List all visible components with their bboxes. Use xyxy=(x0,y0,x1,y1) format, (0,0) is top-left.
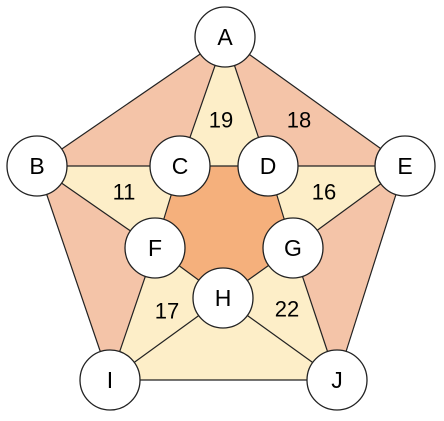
node-c: C xyxy=(149,135,211,197)
center-star xyxy=(155,166,293,298)
node-d: D xyxy=(237,135,299,197)
node-i: I xyxy=(79,349,141,411)
node-j: J xyxy=(306,349,368,411)
edge-e-j xyxy=(336,165,406,381)
node-b-label: B xyxy=(29,153,44,179)
region-label-d-e-g: 16 xyxy=(312,180,336,205)
region-i-h-j xyxy=(110,298,337,380)
node-e-circle xyxy=(374,135,436,197)
node-f-circle xyxy=(124,217,186,279)
node-b-circle xyxy=(6,135,68,197)
node-h-circle xyxy=(192,267,254,329)
node-b: B xyxy=(6,135,68,197)
node-a-circle xyxy=(194,6,256,68)
node-a-label: A xyxy=(217,24,233,50)
region-a-c-d xyxy=(180,37,268,166)
node-c-label: C xyxy=(172,153,189,179)
region-b-f-i xyxy=(37,166,155,380)
region-label-f-h-i: 17 xyxy=(155,299,179,324)
node-i-circle xyxy=(79,349,141,411)
region-f-h-i xyxy=(110,248,223,380)
region-label-b-c-f: 11 xyxy=(113,180,136,205)
node-h-label: H xyxy=(215,285,232,311)
node-e: E xyxy=(374,135,436,197)
region-g-h-j xyxy=(223,248,337,380)
node-f-label: F xyxy=(148,235,162,261)
node-f: F xyxy=(124,217,186,279)
node-g-label: G xyxy=(284,235,302,261)
node-j-label: J xyxy=(331,367,343,393)
node-a: A xyxy=(194,6,256,68)
region-e-g-j xyxy=(293,166,405,380)
node-h: H xyxy=(192,267,254,329)
edge-b-i xyxy=(36,165,111,381)
region-label-a-c-d: 19 xyxy=(209,108,233,133)
region-label-g-h-j: 22 xyxy=(275,297,299,322)
region-label-a-d-e: 18 xyxy=(287,108,311,133)
node-e-label: E xyxy=(397,153,412,179)
node-d-circle xyxy=(237,135,299,197)
node-g-circle xyxy=(262,217,324,279)
node-d-label: D xyxy=(260,153,277,179)
edge-a-e xyxy=(224,36,406,167)
edge-a-b xyxy=(36,36,226,167)
node-g: G xyxy=(262,217,324,279)
node-i-label: I xyxy=(107,367,113,393)
node-c-circle xyxy=(149,135,211,197)
node-j-circle xyxy=(306,349,368,411)
